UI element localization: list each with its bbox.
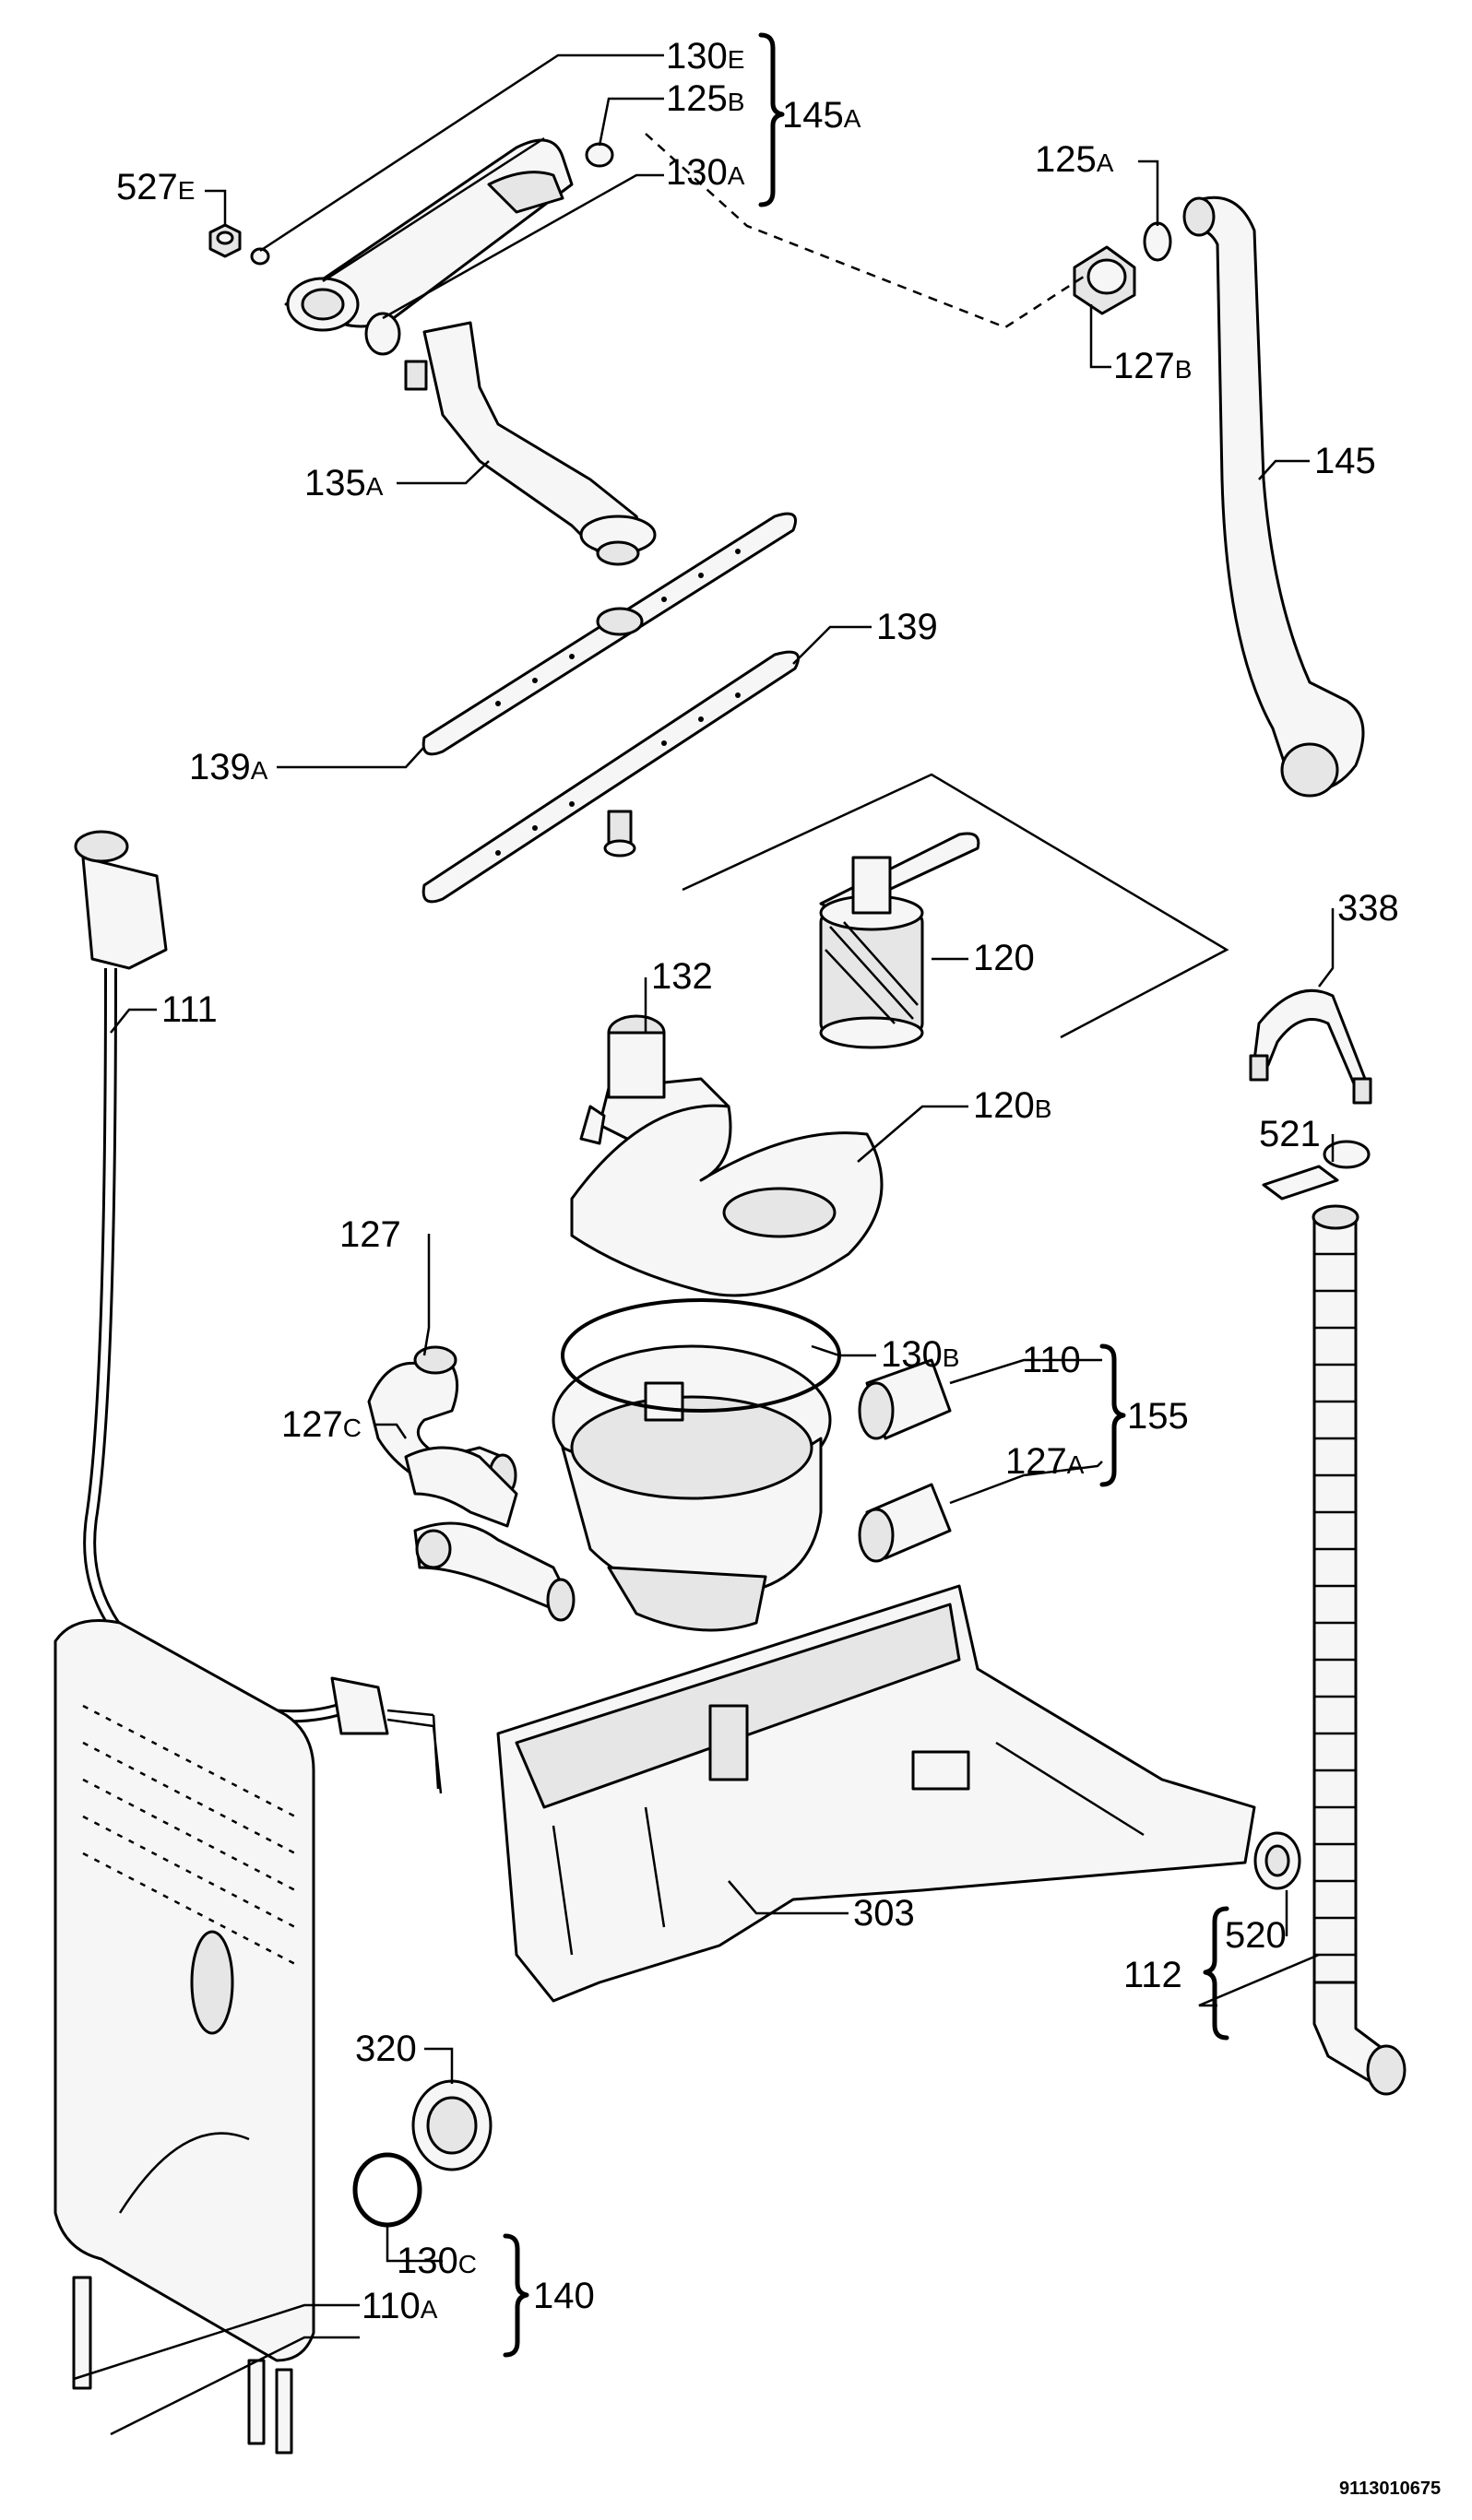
label-130c: 130C [397,2241,477,2281]
part-upper-conduit-145a [284,136,574,332]
label-303: 303 [853,1893,915,1934]
label-521: 521 [1259,1114,1321,1154]
brace-112 [1203,1906,1229,2041]
side-panel-140 [53,1619,315,2455]
oring-130c [352,2152,422,2228]
brace-140 [503,2233,529,2358]
label-112: 112 [1123,1955,1182,1995]
ring-320 [411,2079,493,2171]
plate-120b [570,1104,884,1297]
label-127: 127 [339,1214,401,1255]
label-130e: 130E [666,36,744,77]
label-110: 110 [1022,1340,1081,1380]
sleeve-127a [858,1483,952,1563]
part-spray-arm-139a [421,512,797,756]
base-frame-303 [496,1584,1256,2003]
label-111: 111 [161,989,218,1030]
label-320: 320 [355,2029,417,2069]
part-labels: 130E 125B 145A 130A 527E 125A 127B 145 1… [116,36,1399,2326]
filter-120 [819,832,980,1049]
nut-527e [208,223,242,258]
strap-521 [1262,1140,1371,1201]
oring-130e [250,247,270,266]
brace-145a [758,32,785,207]
label-135a: 135A [304,463,384,503]
label-145a: 145A [782,95,861,136]
label-120: 120 [973,938,1035,978]
label-140: 140 [533,2276,595,2316]
drain-hose-112 [1312,1204,1407,2096]
label-527e: 527E [116,167,195,207]
sleeve-110 [858,1358,952,1440]
part-spray-arm-139 [421,650,800,904]
label-130b: 130B [881,1334,959,1375]
label-125a: 125A [1035,139,1114,180]
oring-130a [364,312,401,356]
filter-reference-lines [682,773,1229,1039]
label-125b: 125B [666,78,744,119]
hose-127c [404,1446,576,1622]
sump-155 [552,1344,832,1632]
guide-dashed-line [645,133,1085,329]
part-feed-tube-135a [404,321,657,566]
label-155: 155 [1127,1396,1189,1437]
label-120b: 120B [973,1085,1051,1126]
oring-125b [585,142,614,168]
label-130a: 130A [666,152,745,193]
label-127a: 127A [1005,1441,1085,1482]
label-338: 338 [1337,888,1399,929]
label-139: 139 [876,607,938,647]
label-139a: 139A [189,747,268,787]
label-520: 520 [1225,1915,1287,1956]
grommet-520 [1253,1831,1301,1890]
label-132: 132 [651,956,713,997]
label-127b: 127B [1113,346,1192,386]
label-127c: 127C [281,1404,362,1445]
label-110a: 110A [362,2286,438,2326]
clip-338 [1249,988,1372,1105]
catalog-number: 9113010675 [1339,2479,1441,2499]
brace-155 [1099,1343,1126,1487]
label-145: 145 [1314,441,1376,481]
oring-125a [1143,221,1172,262]
hose-145 [1182,195,1365,798]
fitting-127b [1073,245,1136,315]
leader-lines [73,53,1335,2436]
